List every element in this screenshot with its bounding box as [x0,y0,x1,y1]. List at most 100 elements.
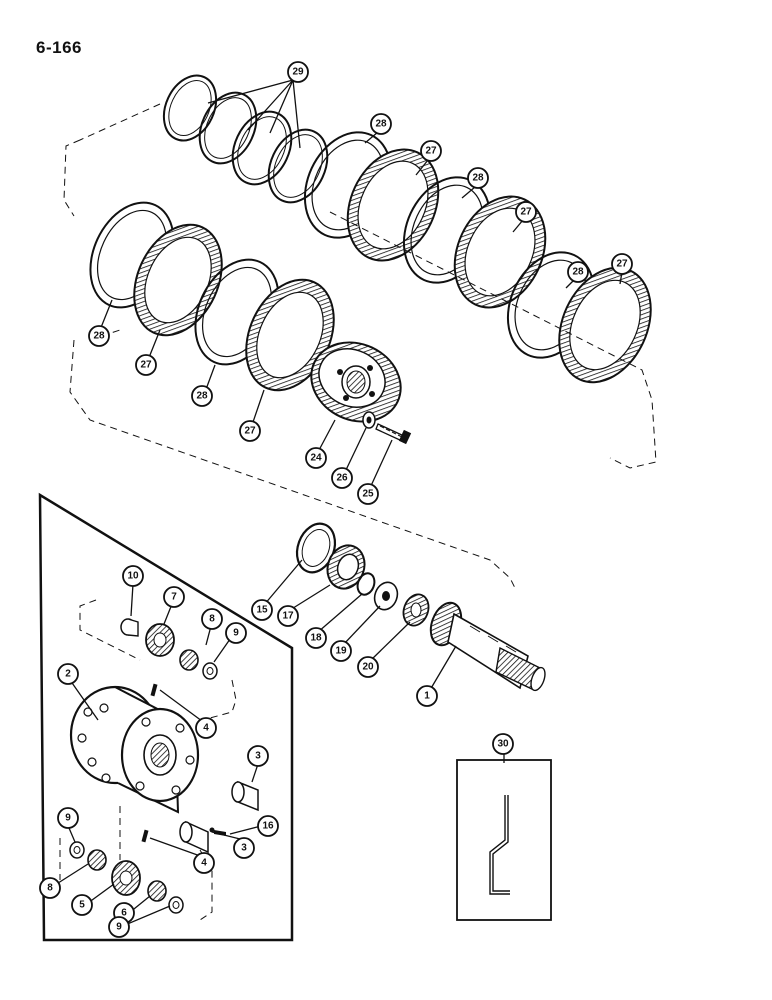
callout-15: 15 [251,599,273,621]
callout-9-c: 9 [108,916,130,938]
svg-text:9: 9 [65,813,71,824]
svg-text:7: 7 [171,592,177,603]
svg-text:4: 4 [203,723,209,734]
svg-text:2: 2 [65,669,71,680]
svg-text:27: 27 [616,259,628,270]
callout-10: 10 [122,565,144,587]
washer-lower-right [168,896,184,914]
clutch-hub [310,341,402,423]
callout-8-a: 8 [201,608,223,630]
callout-27-a: 27 [420,140,442,162]
callout-4-b: 4 [193,852,215,874]
svg-text:29: 29 [292,67,304,78]
callout-2: 2 [57,663,79,685]
svg-text:4: 4 [201,858,207,869]
svg-text:15: 15 [256,605,268,616]
callout-8-b: 8 [39,877,61,899]
callout-27-b: 27 [515,201,537,223]
planet-gear-lower [111,860,141,896]
svg-text:3: 3 [241,843,247,854]
washer-upper [202,662,218,680]
callout-7: 7 [163,586,185,608]
callout-9-a: 9 [225,622,247,644]
callout-1: 1 [416,685,438,707]
callout-30: 30 [492,733,514,755]
svg-text:28: 28 [93,331,105,342]
callout-27-c: 27 [611,253,633,275]
callout-28-b: 28 [467,167,489,189]
svg-text:9: 9 [233,628,239,639]
svg-text:30: 30 [497,739,509,750]
assembly-dashed-outline [63,103,657,591]
needle-bearing-lower-left [87,849,107,871]
pinion-shaft-upper [231,780,259,812]
roll-pin-upper [150,683,158,697]
callout-19: 19 [330,640,352,662]
callout-24: 24 [305,447,327,469]
callout-3-b: 3 [233,837,255,859]
callout-26: 26 [331,467,353,489]
callout-29: 29 [287,61,309,83]
svg-text:19: 19 [335,646,347,657]
washer-lower-left [69,841,85,859]
svg-text:28: 28 [375,119,387,130]
callout-5: 5 [71,894,93,916]
svg-text:10: 10 [127,571,139,582]
svg-text:8: 8 [47,883,53,894]
roll-pin-lower [141,829,149,843]
svg-text:20: 20 [362,662,374,673]
svg-text:26: 26 [336,473,348,484]
svg-text:28: 28 [572,267,584,278]
callout-28-d: 28 [88,325,110,347]
hub-bolt [375,423,412,445]
needle-bearing-upper [179,649,199,671]
leader-lines [54,79,623,926]
output-shaft [429,601,546,692]
planet-carrier [69,685,200,814]
svg-text:16: 16 [262,821,274,832]
svg-text:28: 28 [472,173,484,184]
needle-bearing-lower-right [147,880,167,902]
svg-text:28: 28 [196,391,208,402]
svg-text:1: 1 [424,691,430,702]
planet-gear-upper [145,623,175,657]
callout-28-e: 28 [191,385,213,407]
pinion-shaft-lower [179,820,209,854]
callout-17: 17 [277,605,299,627]
thrust-washer [373,581,399,611]
svg-text:9: 9 [116,922,122,933]
svg-text:25: 25 [362,489,374,500]
lower-friction-disc-1 [133,223,223,337]
svg-text:3: 3 [255,751,261,762]
callout-16: 16 [257,815,279,837]
hub-washer [362,411,376,429]
callout-4-a: 4 [195,717,217,739]
callout-9-b: 9 [57,807,79,829]
svg-text:27: 27 [425,146,437,157]
svg-text:27: 27 [520,207,532,218]
svg-text:5: 5 [79,900,85,911]
upper-friction-disc-1 [346,148,440,262]
bearing [326,544,366,590]
callout-28-a: 28 [370,113,392,135]
planetary-inset-panel [38,492,294,942]
svg-text:6: 6 [121,908,127,919]
callout-27-d: 27 [135,354,157,376]
svg-text:27: 27 [244,426,256,437]
inset-dashed-outline-bottom [59,806,213,921]
page-number: 6-166 [36,38,82,57]
callout-25: 25 [357,483,379,505]
thrust-rings [162,74,329,204]
svg-text:27: 27 [140,360,152,371]
needle-thrust-bearing [402,593,430,627]
upper-friction-disc-2 [453,195,547,309]
callout-27-e: 27 [239,420,261,442]
tool-wire [489,795,510,895]
svg-text:17: 17 [282,611,294,622]
lower-friction-disc-2 [245,278,335,392]
upper-friction-disc-3 [558,266,652,384]
spacer-sleeve [120,618,139,637]
callout-20: 20 [357,656,379,678]
svg-text:24: 24 [310,453,322,464]
